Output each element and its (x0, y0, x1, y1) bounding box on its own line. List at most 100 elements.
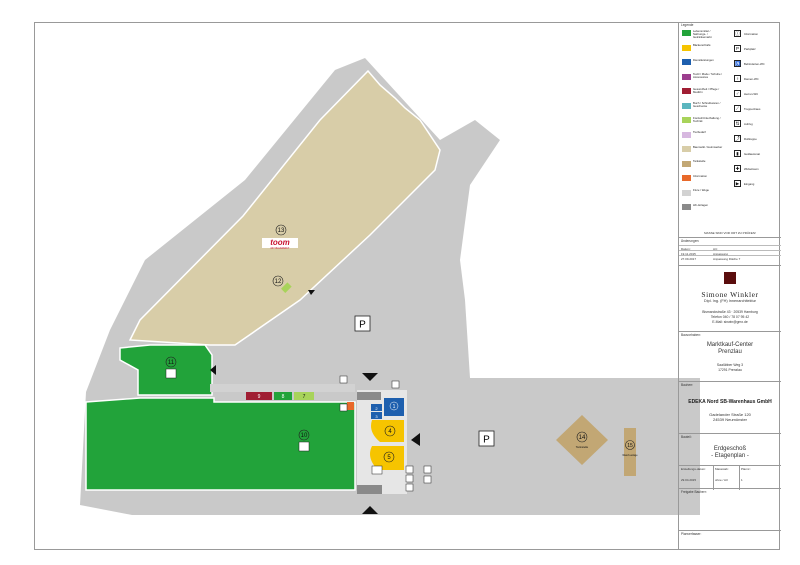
owner-label: Bauherr: (681, 383, 694, 387)
unit-15-label: Wasch-anlage (622, 454, 638, 457)
facility-icons (339, 375, 432, 492)
rev-type: Anpassung (713, 251, 729, 256)
site-ground (80, 58, 700, 515)
planner-label: Planverfasser: (681, 532, 702, 536)
legend-icon: ⓘ (734, 30, 741, 37)
parking-sign: P (359, 320, 366, 331)
legend-icon: ♂ (734, 90, 741, 97)
plan-sheet-border (34, 22, 780, 550)
unit-7-number: 7 (303, 394, 306, 400)
revisions-header: Datum: Art: (679, 245, 781, 251)
rev-type: Anpassung Fläche 7 (713, 256, 741, 261)
unit-15-area (624, 428, 636, 476)
unit-4-area (371, 420, 404, 442)
rev-header-date: Datum: (681, 246, 691, 251)
unit-8-area (274, 392, 292, 400)
legend-icon: P (734, 45, 741, 52)
approval-section: Freigabe Bauherr: (679, 488, 781, 530)
parking-sign: P (483, 435, 490, 446)
unit-2-number: 2 (375, 406, 378, 411)
unit-labels: 13 toom DIY BAUMARKT 12 11 10 9 8 7 1 2 … (165, 224, 638, 463)
unit-13-area (128, 69, 441, 346)
legend-label: Flure / Wege (693, 188, 709, 192)
legend-swatch (682, 117, 691, 123)
legend-icon: ♀ (734, 75, 741, 82)
legend-icon: ♿ (734, 60, 741, 67)
unit-14-number: 14 (579, 435, 586, 441)
plan-type: - Etagenplan - (711, 453, 749, 459)
info-point (347, 402, 354, 410)
rev-header-type: Art: (713, 246, 718, 251)
legend-label: Textil / Mode / Schuhe / Accessoires (693, 72, 723, 79)
legend-label: Freizeit/Unterhaltung / Technik (693, 115, 721, 123)
legend-icon: ⟋ (734, 105, 741, 112)
client-street: Saalübber Weg 3 (716, 363, 744, 367)
legend-label: Tankstelle (693, 159, 706, 163)
unit-13-number: 13 (278, 228, 285, 234)
technical-room-2 (357, 485, 382, 494)
legend-swatch (682, 131, 691, 138)
client-label: Bauvorhaben: (681, 333, 701, 337)
revisions-title: Änderungen: (681, 239, 700, 243)
plan-floor: Erdgeschoß (713, 446, 747, 452)
entrance-arrow (362, 506, 378, 514)
entrance-arrow (411, 433, 420, 446)
architect-section: Simone Winkler Dipl. Ing. (FH) Innenarch… (679, 265, 781, 331)
client-name-2: Prenzlau (718, 349, 742, 355)
plan-number-header: Plannr.: (741, 467, 752, 471)
approval-label: Freigabe Bauherr: (681, 490, 707, 494)
legend-label: Bäckerei/Café (693, 43, 711, 47)
parking-sign-box (354, 315, 371, 332)
unit-11-number: 11 (168, 360, 175, 366)
unit-1-area (384, 398, 404, 416)
legend-icon-label: Behinderten-WC (744, 62, 765, 66)
plan-info-section: Bauteil: Erdgeschoß - Etagenplan - Erste… (679, 433, 781, 490)
unit-2-area (371, 404, 382, 411)
legend-title: Legende (681, 23, 694, 27)
date-header: Erstellungs-datum: (681, 467, 707, 471)
unit-5-number: 5 (387, 455, 391, 461)
architect-address: Bismarckstraße 43 · 20539 Hamburg (702, 310, 758, 314)
legend-swatch (682, 146, 691, 152)
legend-swatch (682, 160, 691, 167)
unit-3-number: 3 (375, 414, 378, 419)
legend-icon-label: Rolltreppe (744, 137, 757, 141)
legend-swatch (682, 88, 691, 94)
legend-swatch (682, 175, 691, 181)
client-section: Bauvorhaben: Marktkauf-Center Prenzlau S… (679, 331, 781, 381)
owner-street: Gadelander Straße 120 (709, 412, 751, 417)
revision-row: 27.09.2017 Anpassung Fläche 7 (679, 255, 781, 261)
legend-label: Buch / Schreibwaren / Geschenke (693, 101, 721, 108)
plan-number-value: 1 (741, 478, 743, 482)
legend-label: Gesundheit / Pflege / Medizin (693, 86, 720, 94)
legend-swatch (682, 189, 691, 196)
owner-city: 24539 Neumünster (712, 417, 748, 422)
legend-label: Tierbedarf (693, 130, 706, 134)
legend-icon-label: Herren-WC (744, 92, 759, 96)
legend-label: Information (693, 173, 707, 178)
legend-icon: ⤴ (734, 135, 741, 142)
rev-date: 19.11.2015 (681, 251, 696, 256)
revision-row: 19.11.2015 Anpassung (679, 250, 781, 256)
corridor-top (210, 384, 355, 392)
client-name-1: Marktkauf-Center (706, 342, 754, 348)
technical-room-1 (357, 392, 381, 400)
unit-9-area (246, 392, 272, 400)
legend-label: HK-Anlagen (693, 202, 709, 207)
unit-14-area (556, 415, 608, 465)
plan-info-table: Erstellungs-datum: Massstab: Plannr.: 29… (679, 465, 781, 490)
revisions-section: Änderungen: Datum: Art: 19.11.2015 Anpas… (679, 237, 781, 265)
date-value: 29.04.2015 (681, 478, 697, 482)
title-block: Legende Lebensmittel / Nahrungs- / Geträ… (678, 22, 781, 550)
unit-13-logo: toom (270, 238, 290, 247)
legend-swatch (682, 44, 691, 51)
architect-phone: Telefon 040 / 78 07 95 42 (710, 315, 750, 319)
owner-name: EDEKA Nord SB-Warenhaus GmbH (688, 399, 772, 405)
legend-label: Baumarkt / Heimwerker (693, 144, 723, 149)
legend-swatch (682, 102, 691, 109)
legend-icon: ✚ (734, 165, 741, 172)
scale-header: Massstab: (715, 467, 729, 471)
unit-13-logo-sub: DIY BAUMARKT (271, 247, 290, 250)
unit-8-number: 8 (282, 394, 285, 400)
architect-email: E-Mail: sinwin@gmx.de (712, 320, 748, 324)
